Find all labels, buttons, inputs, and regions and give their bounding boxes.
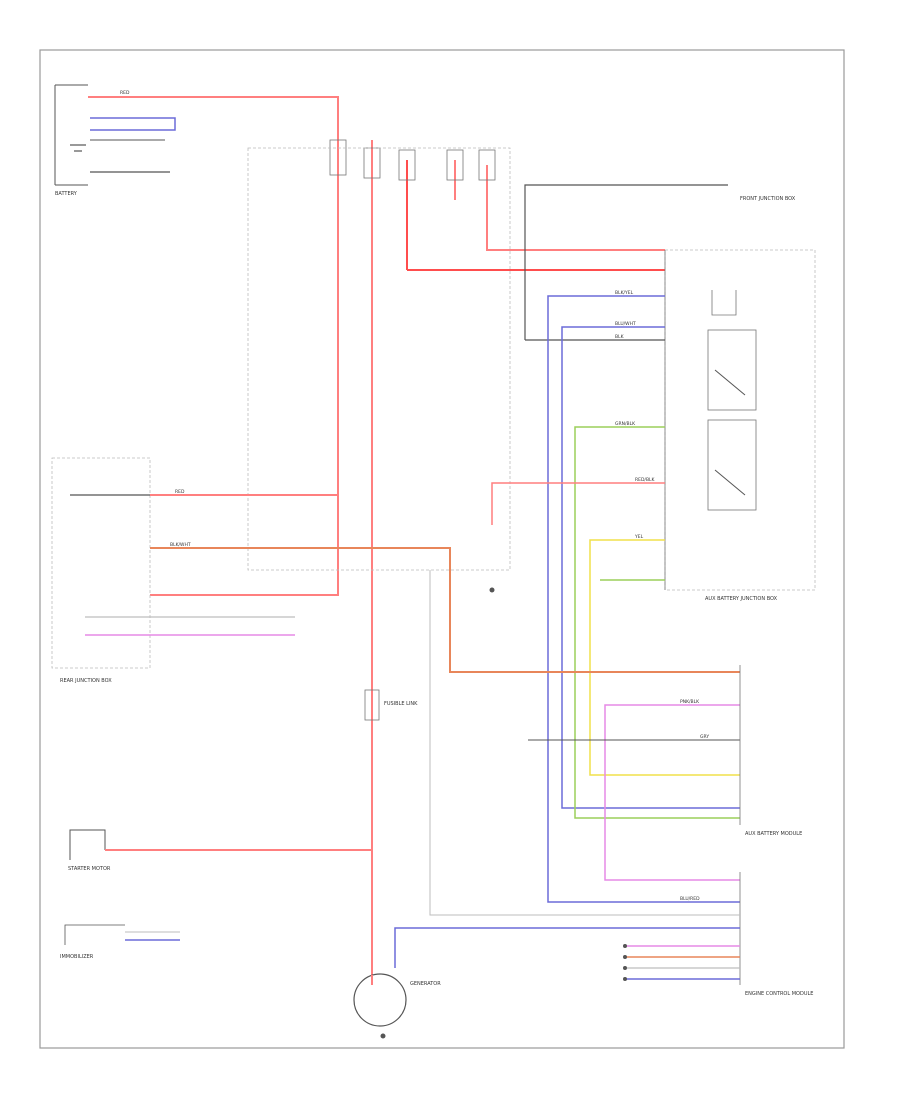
green-signal-wire: [574, 426, 740, 819]
wire-label-1: RED: [120, 90, 130, 96]
label-battery: BATTERY: [55, 191, 78, 197]
wire-label-5: BLK/YEL: [615, 290, 634, 296]
wire-label-8: RED/BLK: [635, 477, 656, 483]
generator-symbol: [353, 973, 407, 1027]
gray-generator-wire: [429, 570, 740, 916]
yellow-signal-wire: [589, 539, 740, 776]
immobilizer-symbol: [64, 924, 125, 945]
stub-connectors: [623, 944, 627, 981]
wire-label-10: BLU/RED: [680, 896, 700, 902]
battery-symbol: [54, 84, 88, 186]
wire-label-6: GRN/BLK: [615, 421, 636, 427]
relay-top-lead: [711, 290, 737, 316]
wire-label-12: BLK/WHT: [170, 542, 191, 548]
label-rear-junction: REAR JUNCTION BOX: [60, 678, 112, 684]
label-starter: STARTER MOTOR: [68, 866, 111, 872]
ground-symbols: [380, 587, 495, 1039]
relay-2: [707, 419, 757, 511]
wire-label-7: YEL: [634, 534, 644, 540]
wire-label-11: GRY: [700, 734, 709, 740]
blue-signal-wire-1: [547, 295, 740, 903]
relay-1: [707, 329, 757, 411]
pink-signal-wire: [604, 704, 740, 881]
fusible-link-symbol: [364, 689, 380, 721]
label-generator: GENERATOR: [410, 981, 441, 987]
wire-label-4: BLK: [615, 334, 625, 340]
battery-blue-wire: [90, 117, 176, 131]
label-aux-junction: AUX BATTERY JUNCTION BOX: [705, 596, 778, 602]
label-ecm: ENGINE CONTROL MODULE: [745, 991, 813, 997]
label-front-junction: FRONT JUNCTION BOX: [740, 196, 796, 202]
battery-positive-wire: [88, 96, 339, 140]
front-junction-outline: [247, 147, 511, 571]
orange-feed-wire: [150, 547, 740, 673]
label-aux-module: AUX BATTERY MODULE: [745, 831, 802, 837]
wire-label-3: BLU/WHT: [615, 321, 636, 327]
label-fusible-link: FUSIBLE LINK: [384, 701, 418, 707]
blue-signal-wire-2: [561, 326, 740, 809]
main-feed-wire: [150, 140, 339, 596]
label-immobilizer: IMMOBILIZER: [60, 954, 94, 960]
red-aux-wire: [491, 482, 665, 525]
rear-junction-outline: [51, 457, 151, 669]
fuse-box-group: [329, 139, 496, 181]
fuse-wire-5-run: [486, 165, 665, 251]
wire-label-2: RED: [175, 489, 185, 495]
aux-ground-loop: [524, 184, 728, 340]
diagram-frame: [39, 49, 845, 1049]
wire-label-9: PNK/BLK: [680, 699, 700, 705]
blue-generator-wire: [394, 927, 740, 968]
starter-motor-symbol: [69, 829, 106, 860]
